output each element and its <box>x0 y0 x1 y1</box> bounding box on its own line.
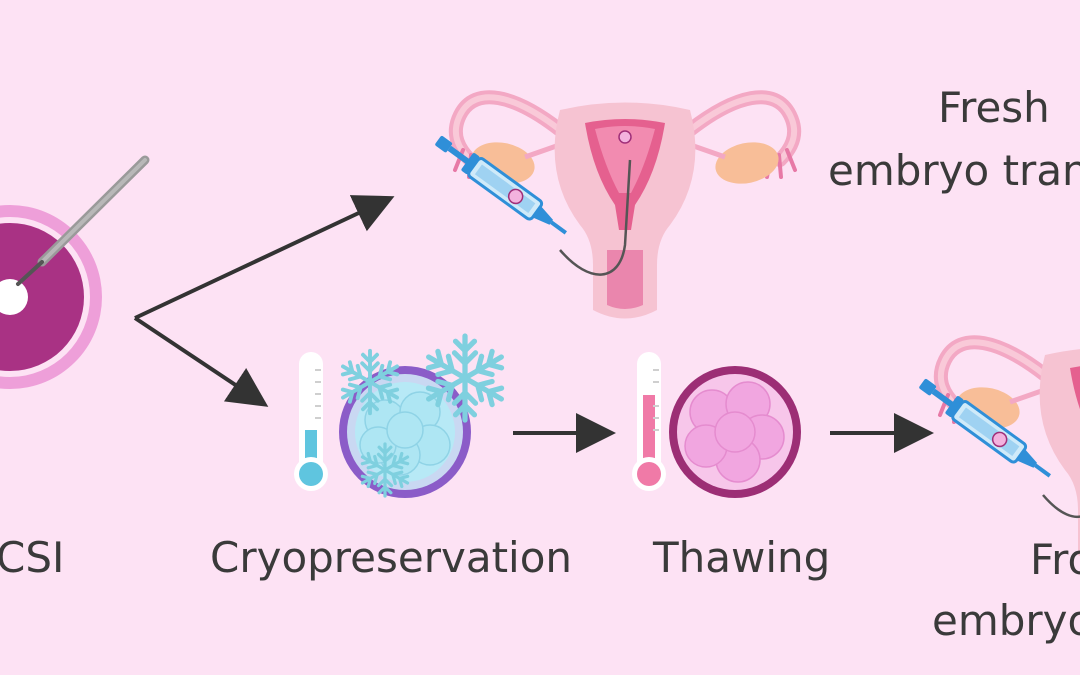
frozen-transfer-label-line1: Fro <box>1030 535 1080 584</box>
thermometer-warm-icon <box>632 352 666 491</box>
icsi-dish-icon <box>0 205 102 389</box>
thawed-embryo-icon <box>669 366 801 498</box>
icsi-label: CSI <box>0 533 65 582</box>
branch-arrows <box>133 195 395 407</box>
uterus-fresh-icon <box>455 97 795 318</box>
catheter-frozen <box>1042 494 1080 519</box>
thawing-label: Thawing <box>653 533 831 582</box>
micropipette-icon <box>16 155 150 286</box>
fresh-transfer-label-line1: Fresh <box>938 83 1050 132</box>
arrow-to-cryopreservation <box>133 316 269 407</box>
thermometer-cold-icon <box>294 352 328 491</box>
arrow-to-fresh-transfer <box>134 195 395 320</box>
fresh-transfer-label-line2: embryo tran <box>828 146 1080 195</box>
cryopreservation-label: Cryopreservation <box>210 533 573 582</box>
frozen-transfer-label-line2: embryo <box>932 596 1080 645</box>
catheter-fresh <box>559 159 632 276</box>
